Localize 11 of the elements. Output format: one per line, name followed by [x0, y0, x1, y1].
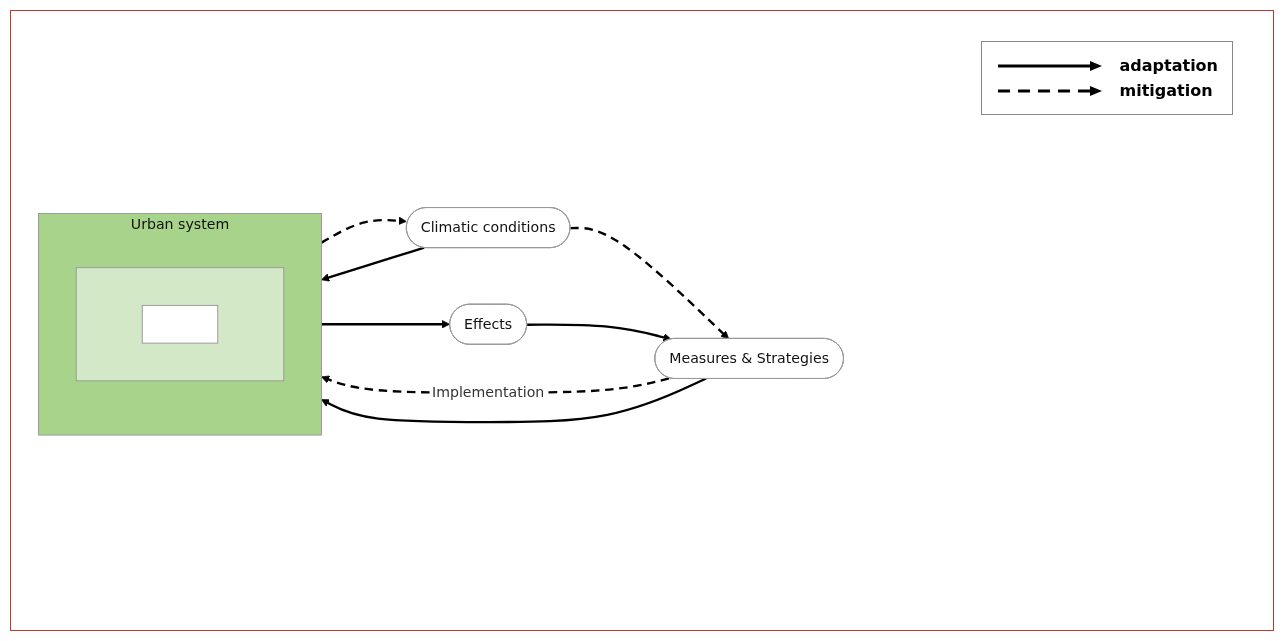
edge-label: Implementation	[431, 383, 545, 401]
legend-label: adaptation	[1119, 56, 1218, 75]
arrow	[320, 216, 407, 244]
node-box	[141, 304, 219, 344]
arrow	[321, 246, 425, 282]
legend-label: mitigation	[1119, 81, 1213, 100]
arrow	[527, 323, 672, 342]
arrow	[321, 319, 451, 329]
cluster	[75, 266, 285, 381]
arrow	[570, 226, 730, 339]
cluster: Urban system	[38, 212, 322, 436]
